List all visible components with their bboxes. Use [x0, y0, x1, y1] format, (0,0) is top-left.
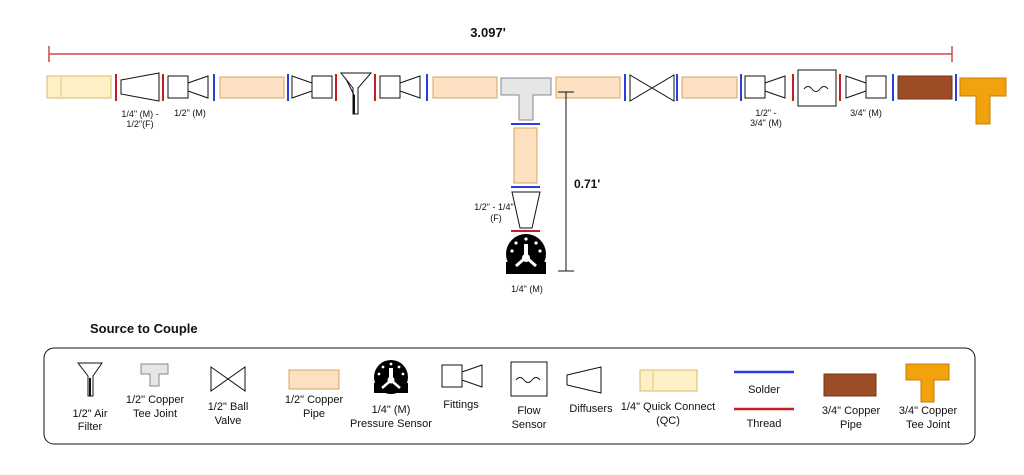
ball-valve [629, 74, 675, 102]
legend-copper-pipe-threequarter-label-1: 3/4" Copper [822, 405, 881, 417]
copper-tee [500, 77, 552, 121]
legend-pressure-sensor-label-2: Pressure Sensor [350, 418, 432, 430]
legend-fittings: Fittings [441, 364, 483, 411]
fitting [744, 75, 786, 99]
legend-pressure-sensor: 1/4" (M) Pressure Sensor [350, 360, 432, 430]
label-branch-reducer-2: (F) [490, 213, 502, 223]
main-line-labels: 1/4" (M) - 1/2"(F) 1/2" (M) 1/2" - 3/4" … [121, 108, 881, 129]
diffuser-vertical [511, 191, 541, 229]
legend-quick-connect: 1/4" Quick Connect (QC) [621, 369, 715, 427]
legend-fittings-label: Fittings [443, 399, 479, 411]
legend-copper-tee-threequarter-label-2: Tee Joint [906, 419, 950, 431]
quick-connect [46, 75, 112, 99]
legend-copper-pipe-label-1: 1/2" Copper [285, 394, 344, 406]
copper-pipe [555, 76, 621, 99]
legend-quick-connect-label-1: 1/4" Quick Connect [621, 401, 715, 413]
legend-copper-tee-label-2: Tee Joint [133, 408, 177, 420]
legend-copper-pipe: 1/2" Copper Pipe [285, 369, 344, 420]
legend-air-filter: 1/2" Air Filter [72, 362, 108, 433]
legend-copper-pipe-threequarter: 3/4" Copper Pipe [822, 373, 881, 431]
main-dimension-label: 3.097' [470, 25, 506, 40]
copper-tee-threequarter [959, 77, 1007, 125]
branch-dimension-label: 0.71' [574, 177, 600, 191]
label-sensor-male: 1/4" (M) [511, 284, 543, 294]
branch-dimension: 0.71' [558, 91, 600, 272]
legend-air-filter-label-1: 1/2" Air [72, 408, 107, 420]
label-adapter-2: 1/2"(F) [126, 119, 153, 129]
legend-diffusers-label: Diffusers [569, 403, 613, 415]
legend-copper-tee-label-1: 1/2" Copper [126, 394, 185, 406]
legend-pressure-sensor-label-1: 1/4" (M) [372, 404, 411, 416]
legend-ball-valve-label-2: Valve [215, 415, 242, 427]
legend-quick-connect-label-2: (QC) [656, 415, 680, 427]
copper-pipe [681, 76, 738, 99]
label-threequarter-male: 3/4" (M) [850, 108, 882, 118]
legend-title: Source to Couple [90, 321, 198, 336]
legend-copper-pipe-threequarter-label-2: Pipe [840, 419, 862, 431]
legend-solder: Solder [734, 370, 794, 396]
fitting [379, 75, 421, 99]
diffuser [120, 72, 160, 102]
fitting [845, 75, 887, 99]
legend-copper-tee: 1/2" Copper Tee Joint [126, 363, 185, 420]
flow-sensor [797, 69, 837, 107]
label-adapter-1: 1/4" (M) - [121, 109, 158, 119]
legend-copper-pipe-label-2: Pipe [303, 408, 325, 420]
legend: Source to Couple 1/2" Air Filter 1/2" Co… [43, 321, 976, 445]
copper-pipe [219, 76, 285, 99]
copper-pipe [432, 76, 498, 99]
air-filter [339, 72, 373, 115]
legend-flow-sensor-label-1: Flow [517, 405, 540, 417]
legend-ball-valve: 1/2" Ball Valve [208, 366, 249, 427]
legend-thread-label: Thread [747, 418, 782, 430]
main-dimension: 3.097' [48, 25, 953, 62]
legend-flow-sensor-label-2: Sensor [512, 419, 547, 431]
legend-copper-tee-threequarter-label-1: 3/4" Copper [899, 405, 958, 417]
label-half-male: 1/2" (M) [174, 108, 206, 118]
label-half-threequarter-1: 1/2" - [755, 108, 776, 118]
label-branch-reducer-1: 1/2" - 1/4" [474, 202, 513, 212]
fitting [167, 75, 209, 99]
legend-diffusers: Diffusers [566, 366, 613, 415]
legend-copper-tee-threequarter: 3/4" Copper Tee Joint [899, 363, 958, 431]
copper-pipe-vertical [513, 127, 538, 184]
legend-solder-label: Solder [748, 384, 780, 396]
branch-line: 1/2" - 1/4" (F) 1/4" (M) [474, 123, 546, 294]
main-line [46, 69, 1007, 125]
legend-ball-valve-label-1: 1/2" Ball [208, 401, 249, 413]
legend-thread: Thread [734, 407, 794, 430]
copper-pipe-threequarter [897, 75, 953, 100]
legend-air-filter-label-2: Filter [78, 421, 103, 433]
label-half-threequarter-2: 3/4" (M) [750, 118, 782, 128]
legend-flow-sensor: Flow Sensor [510, 361, 548, 431]
pressure-sensor [506, 234, 546, 274]
fitting [291, 75, 333, 99]
